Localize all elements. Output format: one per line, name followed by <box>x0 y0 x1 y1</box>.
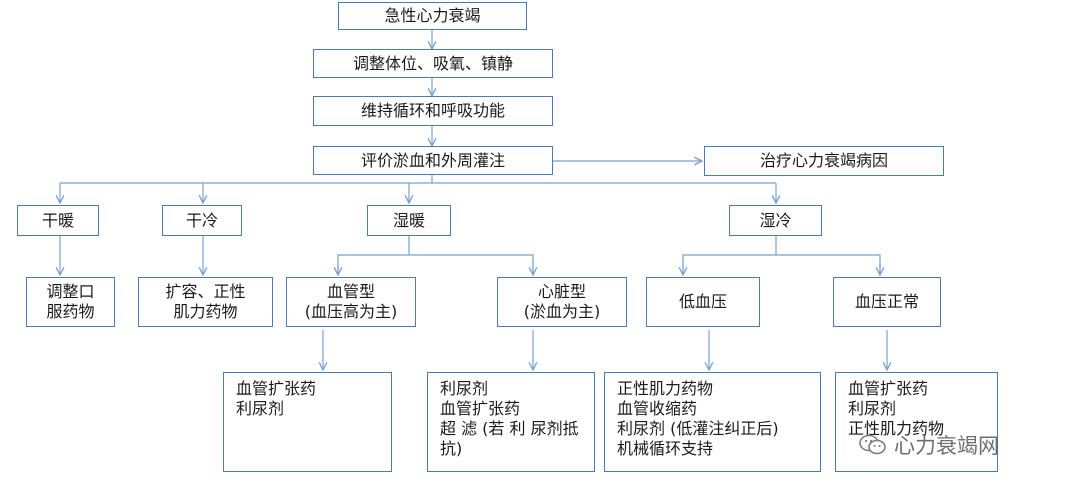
node-cardiac-type: 心脏型 (淤血为主) <box>497 277 627 327</box>
node-label: 低血压 <box>678 292 727 311</box>
node-vascular-type: 血管型 (血压高为主) <box>286 277 416 327</box>
node-line: (淤血为主) <box>523 302 601 321</box>
node-normal-bp-treatment: 血管扩张药 利尿剂 正性肌力药物 <box>835 372 998 472</box>
node-label: 血压正常 <box>854 292 919 311</box>
node-normal-blood-pressure: 血压正常 <box>833 277 941 327</box>
node-line: 利尿剂 <box>440 379 489 398</box>
node-line: 血管型 <box>326 282 375 301</box>
node-line: 超 滤 (若 利 尿剂抵 <box>440 419 579 438</box>
node-dry-cold: 干冷 <box>162 205 242 236</box>
node-line: 调整口 <box>46 282 95 301</box>
node-label: 评价淤血和外周灌注 <box>360 150 505 170</box>
node-line: 肌力药物 <box>173 302 238 321</box>
node-line: 利尿剂 <box>236 399 285 418</box>
node-dry-warm: 干暖 <box>17 205 99 236</box>
node-line: 服药物 <box>46 302 95 321</box>
node-vascular-treatment: 血管扩张药 利尿剂 <box>223 372 392 472</box>
wet-warm-split <box>337 254 534 273</box>
node-label: 干冷 <box>185 210 218 230</box>
node-line: 扩容、正性 <box>165 282 246 301</box>
node-treat-cause: 治疗心力衰竭病因 <box>704 146 944 176</box>
node-cardiac-treatment: 利尿剂 血管扩张药 超 滤 (若 利 尿剂抵 抗) <box>427 372 595 472</box>
node-line: 血管扩张药 <box>848 379 929 398</box>
node-line: 正性肌力药物 <box>848 419 945 438</box>
node-maintain-circulation-respiration: 维持循环和呼吸功能 <box>313 96 553 126</box>
node-assess-congestion-perfusion: 评价淤血和外周灌注 <box>313 146 553 175</box>
node-line: 心脏型 <box>537 282 586 301</box>
node-wet-cold: 湿冷 <box>729 205 822 236</box>
node-label: 湿暖 <box>392 210 425 230</box>
node-wet-warm: 湿暖 <box>367 205 451 236</box>
node-line: 利尿剂 <box>848 399 897 418</box>
node-line: 机械循环支持 <box>617 439 714 458</box>
node-label: 治疗心力衰竭病因 <box>759 151 888 170</box>
node-line: 正性肌力药物 <box>617 379 714 398</box>
node-line: 血管收缩药 <box>617 399 698 418</box>
node-low-bp-treatment: 正性肌力药物 血管收缩药 利尿剂 (低灌注纠正后) 机械循环支持 <box>604 372 821 472</box>
node-line: 血管扩张药 <box>440 399 521 418</box>
node-line: 利尿剂 (低灌注纠正后) <box>617 419 779 438</box>
node-position-oxygen-sedation: 调整体位、吸氧、镇静 <box>313 49 553 78</box>
node-dry-warm-treatment: 调整口 服药物 <box>26 277 115 327</box>
node-label: 调整体位、吸氧、镇静 <box>352 53 513 73</box>
node-low-blood-pressure: 低血压 <box>646 277 760 327</box>
watermark-text: 心力衰竭网 <box>894 434 999 458</box>
wechat-logo-icon <box>859 434 886 455</box>
node-line: (血压高为主) <box>304 302 398 321</box>
node-line: 抗) <box>440 439 463 458</box>
node-label: 维持循环和呼吸功能 <box>360 101 505 120</box>
node-label: 急性心力衰竭 <box>384 6 481 25</box>
node-acute-heart-failure: 急性心力衰竭 <box>338 2 527 30</box>
watermark: 心力衰竭网 <box>858 430 999 460</box>
node-label: 干暖 <box>41 210 74 230</box>
node-label: 湿冷 <box>759 210 792 230</box>
node-line: 血管扩张药 <box>236 379 317 398</box>
wet-cold-split <box>682 254 881 273</box>
node-dry-cold-treatment: 扩容、正性 肌力药物 <box>138 277 273 327</box>
